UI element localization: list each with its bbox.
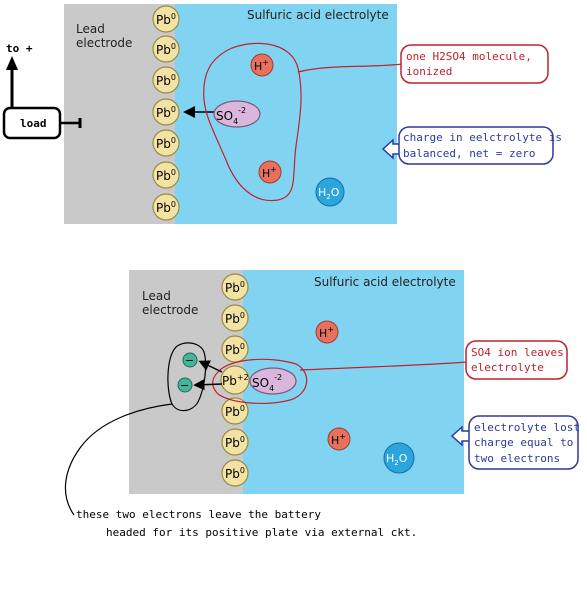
electrolyte-label: Sulfuric acid electrolyte [314,275,456,289]
svg-text:−: − [185,354,194,367]
electrode-label-line2: electrode [142,303,198,317]
svg-text:Pb0: Pb0 [225,311,245,326]
svg-text:Pb+2: Pb+2 [222,373,249,388]
svg-text:electrolyte: electrolyte [471,361,544,374]
electron: − [177,377,193,393]
pb-atom: Pb0 [221,459,249,487]
pb-atom: Pb0 [152,98,180,126]
sulfate-connector [299,361,469,371]
svg-text:Pb0: Pb0 [156,168,176,183]
note-sulfate-leaves: SO4 ion leaves electrolyte [465,340,568,380]
svg-text:load: load [20,117,47,130]
sulfate-outline [212,358,308,404]
electrode-label: Lead [142,289,171,303]
bottom-panel: Lead electrode Sulfuric acid electrolyte… [64,270,580,539]
electron-arrow [198,360,223,373]
note-charge-lost: electrolyte lost charge equal to two ele… [468,415,580,470]
terminal-label: to + [6,42,33,55]
note-charge: charge in eelctrolyte is balanced, net =… [398,126,562,165]
electron: − [182,352,198,368]
hydrogen-ion: H+ [258,160,282,184]
pb-atom: Pb0 [152,66,180,94]
sulfate-ion: SO4-2 [249,367,297,395]
svg-text:balanced, net = zero: balanced, net = zero [403,147,535,160]
svg-text:Pb0: Pb0 [225,404,245,419]
svg-text:Pb0: Pb0 [225,342,245,357]
svg-text:charge equal to: charge equal to [474,436,573,449]
water-molecule: H2O [315,177,345,207]
electrolyte-label: Sulfuric acid electrolyte [247,8,389,22]
molecule-connector [297,63,403,73]
svg-text:H+: H+ [319,325,334,340]
pb-atom: Pb0 [221,335,249,363]
pb-atom: Pb0 [221,428,249,456]
load-box: load [2,106,62,140]
svg-text:one H2SO4 molecule,: one H2SO4 molecule, [406,50,532,63]
svg-text:−: − [180,379,189,392]
svg-text:Pb0: Pb0 [156,12,176,27]
electrode-label: Lead [76,22,105,36]
top-panel: Lead electrode Sulfuric acid electrolyte… [2,4,562,224]
hydrogen-ion: H+ [315,320,339,344]
electron-outline [167,342,207,412]
pb-atom: Pb0 [152,5,180,33]
svg-text:Pb0: Pb0 [225,280,245,295]
molecule-outline [203,42,302,202]
electrode-label-line2: electrode [76,36,132,50]
pb-atom-column: Pb0 Pb0 Pb0 Pb0 Pb0 Pb0 Pb0 [152,5,180,221]
pb-atom: Pb0 [221,304,249,332]
svg-text:ionized: ionized [406,65,452,78]
pb-ion: Pb+2 [220,365,250,395]
svg-text:Pb0: Pb0 [156,42,176,57]
pb-atom: Pb0 [221,397,249,425]
electron-path-curve [64,403,173,516]
svg-text:H+: H+ [262,165,277,180]
electrolyte-region [175,4,397,224]
svg-text:Pb0: Pb0 [225,466,245,481]
svg-text:Pb0: Pb0 [156,105,176,120]
note-molecule: one H2SO4 molecule, ionized [400,44,549,84]
caption-line: these two electrons leave the battery [76,508,321,521]
svg-text:H2O: H2O [318,186,340,201]
svg-text:charge in eelctrolyte is: charge in eelctrolyte is [403,131,562,144]
electron-arrow [193,379,223,391]
pb-atom: Pb0 [221,273,249,301]
pb-atom: Pb0 [152,129,180,157]
svg-text:H+: H+ [331,432,346,447]
svg-text:Pb0: Pb0 [156,200,176,215]
pb-atom: Pb0 [152,161,180,189]
pb-atom: Pb0 [152,35,180,63]
terminal-arrowhead [6,56,18,70]
svg-text:two electrons: two electrons [474,452,560,465]
svg-text:H2O: H2O [386,452,408,467]
water-molecule: H2O [383,442,415,474]
svg-text:H+: H+ [254,58,269,73]
pb-atom-column: Pb0 Pb0 Pb0 Pb+2 Pb0 Pb0 Pb0 [220,273,250,487]
hydrogen-ion: H+ [250,53,274,77]
svg-text:Pb0: Pb0 [225,435,245,450]
caption-line: headed for its positive plate via extern… [106,526,417,539]
pb-atom: Pb0 [152,193,180,221]
hydrogen-ion: H+ [327,427,351,451]
svg-text:electrolyte lost: electrolyte lost [474,421,580,434]
sulfate-ion: SO4-2 [213,100,261,128]
svg-text:SO4-2: SO4-2 [216,106,246,126]
svg-text:Pb0: Pb0 [156,136,176,151]
svg-text:SO4-2: SO4-2 [252,373,282,393]
svg-text:SO4 ion leaves: SO4 ion leaves [471,346,564,359]
svg-text:Pb0: Pb0 [156,73,176,88]
